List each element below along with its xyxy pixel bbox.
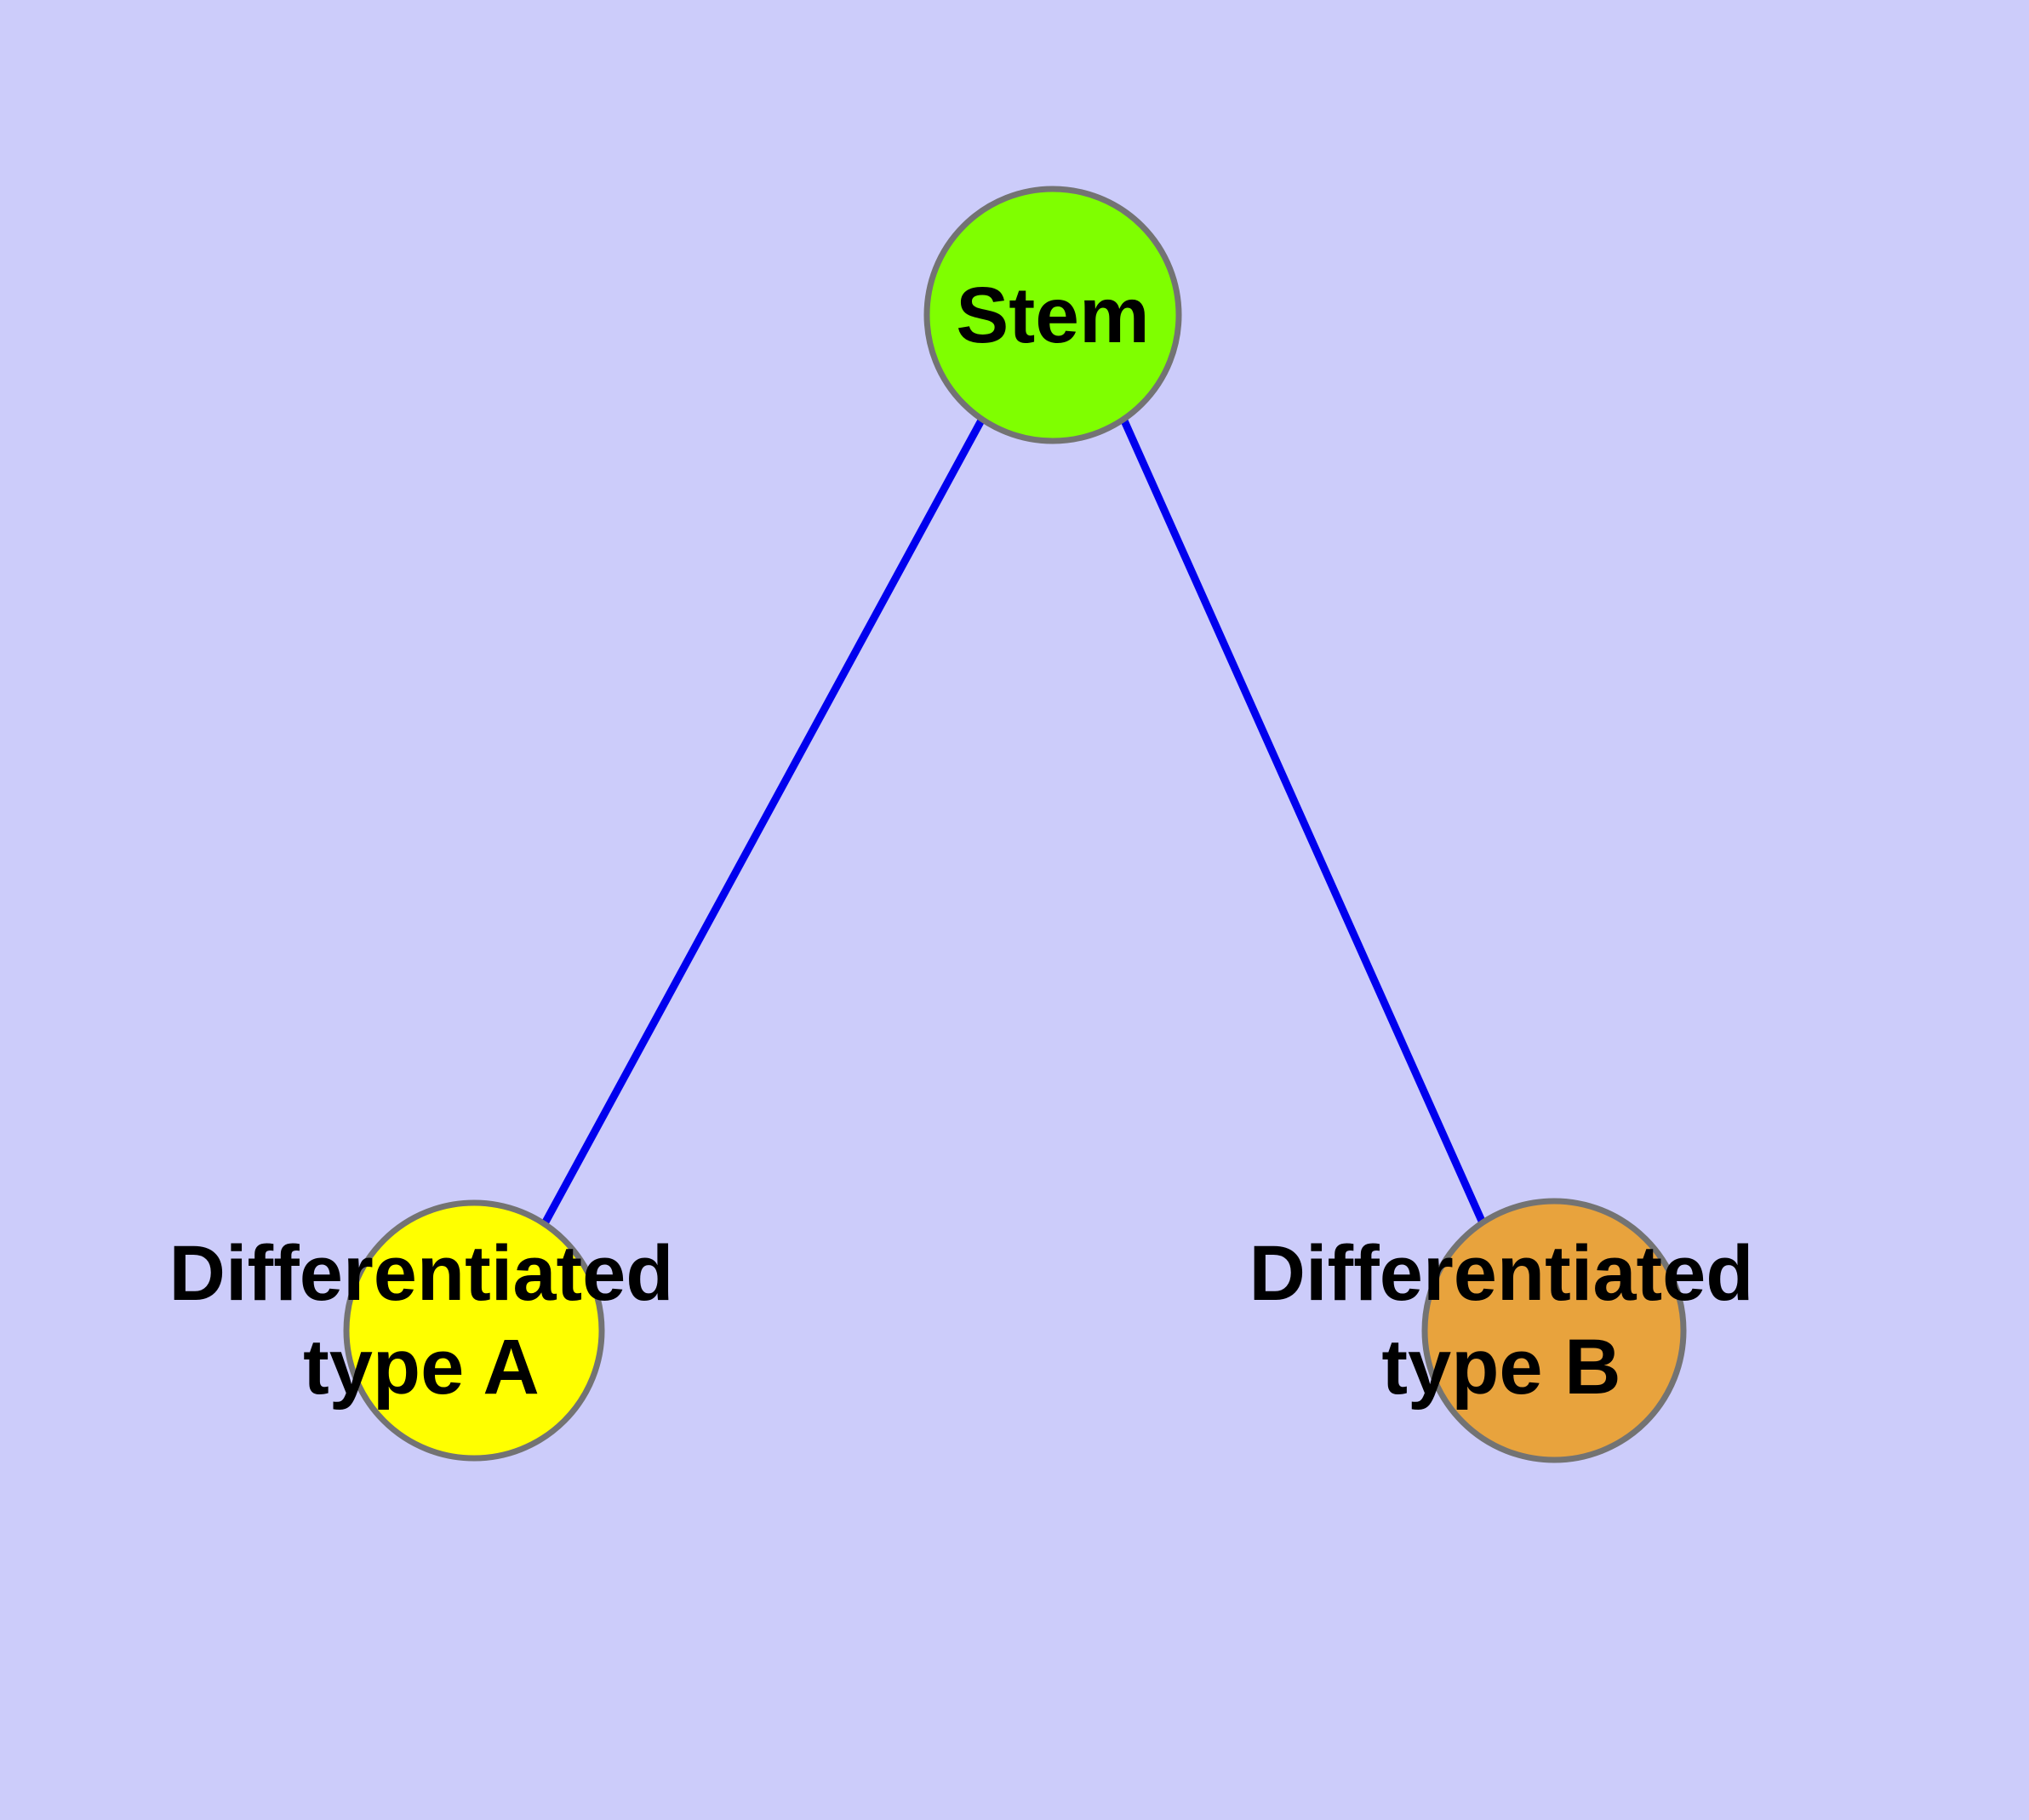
node-layer xyxy=(343,186,1687,1463)
edge-layer xyxy=(540,416,1489,1229)
edge-stem-to-diff-b[interactable] xyxy=(1119,417,1489,1228)
node-diff-b[interactable] xyxy=(1421,1198,1687,1463)
node-diff-a-circle[interactable] xyxy=(343,1199,605,1462)
node-stem-label: Stem xyxy=(956,271,1149,359)
node-diff-a-label-line-1: Differentiated xyxy=(169,1230,674,1317)
node-diff-b-label-line-1: Differentiated xyxy=(1249,1230,1754,1317)
label-layer: Stem Differentiated type A Differentiate… xyxy=(169,271,1754,1411)
edge-stem-to-diff-a[interactable] xyxy=(540,416,986,1229)
node-stem[interactable] xyxy=(923,186,1182,444)
node-diff-b-circle[interactable] xyxy=(1421,1198,1687,1463)
node-diff-b-label-line-2: type B xyxy=(1381,1324,1620,1411)
node-diff-a[interactable] xyxy=(343,1199,605,1462)
node-diff-a-label-line-2: type A xyxy=(303,1324,540,1411)
node-stem-circle[interactable] xyxy=(923,186,1182,444)
